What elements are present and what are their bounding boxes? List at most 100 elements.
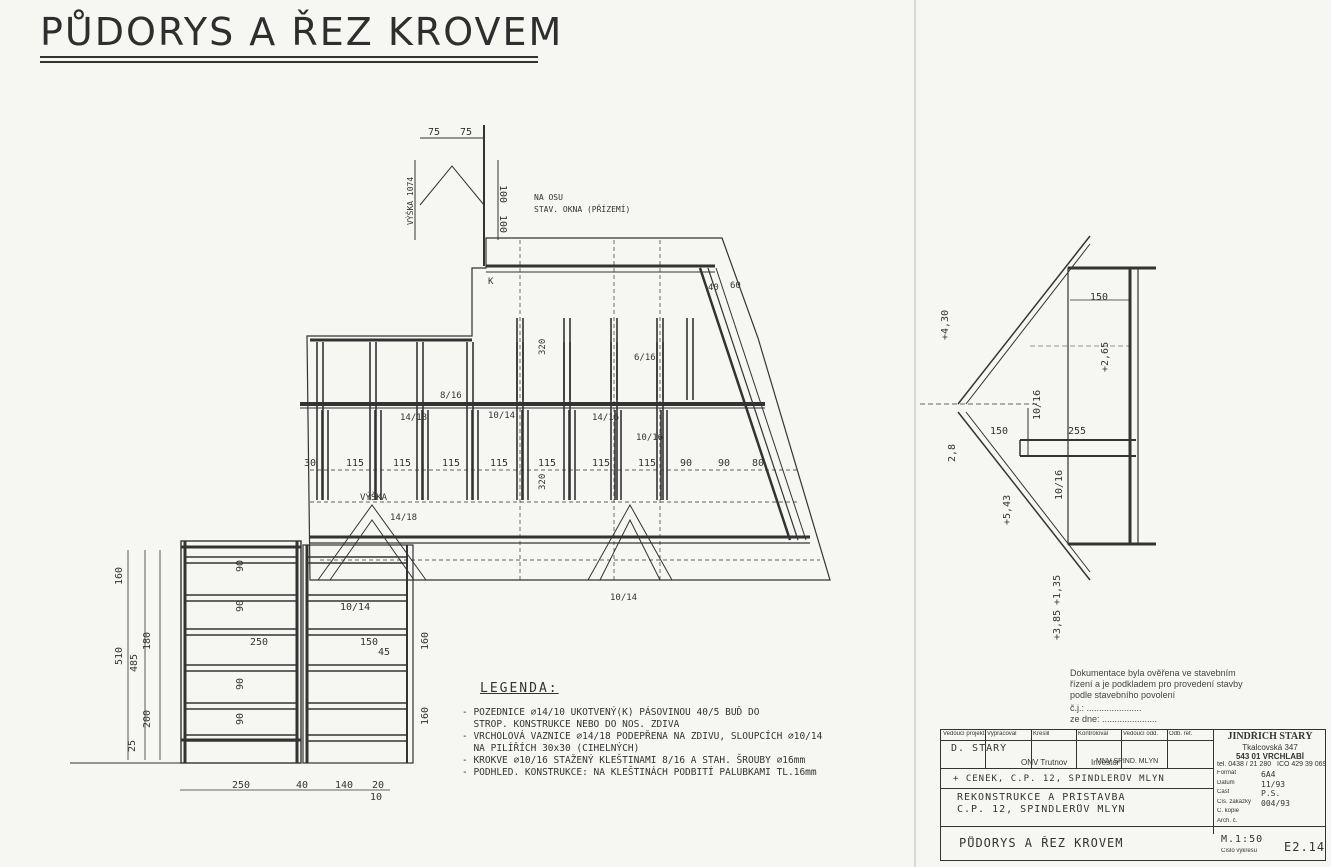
legend-item: - VRCHOLOVÁ VAZNICE ⌀14/18 PODEPŘENA NA … [462, 731, 823, 742]
dim-25: 25 [127, 740, 138, 752]
dim-250: 250 [232, 780, 250, 791]
dimension-labels: 75 75 100 100 NA OSU STAV. OKNA (PŘÍZEMÍ… [404, 127, 630, 233]
tb-right-label-3: Čís. zakázky [1217, 798, 1252, 805]
dim-250-inner: 250 [250, 637, 268, 648]
dim-10: 10 [370, 792, 382, 803]
dim-150-inner: 150 [360, 637, 378, 648]
sec-member-a: 10/16 [1032, 390, 1043, 420]
dim-top-1: 75 [428, 127, 440, 138]
drawing-title: PŮDORYS A ŘEZ KROVEM [40, 10, 564, 54]
dim-40b: 40 [296, 780, 308, 791]
section-dims: 150 255 150 +2,65 +4,30 +5,43 +3,85 +1,3… [940, 292, 1111, 640]
legend: LEGENDA: - POZEDNICE ⌀14/10 UKOTVENÝ(K) … [462, 681, 932, 779]
dim-top-2: 75 [460, 127, 472, 138]
tb-right-value-3: 004/93 [1261, 798, 1290, 808]
tb-right-label-5: Arch. č. [1217, 817, 1238, 824]
project-line-2: Č.P. 12, ŠPINDLERŮV MLÝN [957, 804, 1126, 815]
legend-item: - POZEDNICE ⌀14/10 UKOTVENÝ(K) PÁSOVINOU… [462, 707, 760, 718]
row-dim-0: 30 [304, 458, 316, 469]
left-dimension-lines [127, 550, 390, 791]
tb-right-value-1: 11/93 [1261, 779, 1286, 789]
approval-date-label: ze dne: [1070, 714, 1100, 724]
sec-dim-150: 150 [1090, 292, 1108, 303]
vyska-plan-label: VÝŠKA [360, 491, 388, 503]
approval-stamp: Dokumentace byla ověřena ve stavebním ří… [1070, 668, 1260, 725]
member-10-16: 10/16 [636, 433, 663, 443]
tb-right-label-1: Datum [1217, 779, 1235, 786]
member-8-16: 8/16 [440, 391, 462, 401]
level-543: +5,43 [1002, 495, 1013, 525]
dim-90-b: 90 [235, 600, 246, 612]
sec-dim-255: 255 [1068, 426, 1086, 437]
company-city: 543 01 VRCHLABÍ [1235, 752, 1305, 761]
legend-item: - PODHLED. KONSTRUKCE: NA KLEŠTINÁCH POD… [462, 767, 817, 778]
member-14-16: 14/16 [592, 413, 619, 423]
dim-20: 20 [372, 780, 384, 791]
company-contact: tel. 0438 / 21 280 [1217, 761, 1272, 768]
tb-right-value-0: 6A4 [1261, 770, 1276, 779]
row-dim-4: 115 [490, 458, 508, 469]
tb-header-1: Vypracoval [987, 731, 1017, 737]
drawing-title-block: PŮDORYS A ŘEZ KROVEM [959, 836, 1124, 850]
dim-90-d: 90 [235, 713, 246, 725]
sec-dim-28: 2,8 [947, 444, 958, 462]
dim-180: 180 [142, 632, 153, 650]
mark-k: K [488, 277, 494, 287]
level-135: +1,35 [1052, 575, 1063, 605]
member-6-16: 6/16 [634, 353, 656, 363]
vyska-label: VÝŠKA 1074 [404, 177, 415, 225]
rafters-upper [316, 318, 694, 500]
row-dim-9: 90 [718, 458, 730, 469]
mnv: MNV ŠPIND. MLÝN [1096, 758, 1159, 765]
dim-485: 485 [129, 654, 140, 672]
legend-item: - KROKVE ⌀10/16 STAŽENÝ KLEŠTINAMI 8/16 … [462, 755, 806, 766]
tb-header-0: Vedoucí projekt. [943, 731, 987, 737]
tb-header-2: Kreslil [1033, 731, 1050, 737]
roof-plan [300, 237, 831, 581]
tb-header-sep [1167, 730, 1168, 768]
left-member-10-14: 10/14 [340, 602, 370, 613]
rafters-lower [321, 410, 668, 500]
dim-vert-1: 100 [497, 185, 508, 203]
roof-section [920, 235, 1156, 581]
dim-320-a: 320 [538, 339, 548, 355]
title-underline-2 [40, 61, 538, 63]
company-ico: IČO 429 39 069 [1277, 761, 1325, 768]
tb-header-sep [1121, 730, 1122, 768]
level-385: +3,85 [1052, 610, 1063, 640]
company-street: Tkalcovská 347 [1242, 743, 1298, 752]
tb-header-sep [985, 730, 986, 768]
dim-160: 160 [114, 567, 125, 585]
left-wing-dims: 160 180 200 510 485 25 250 40 140 20 10 … [114, 560, 431, 803]
level-265: +2,65 [1100, 342, 1111, 372]
left-wing-rafters [185, 556, 407, 742]
drawn-by: D. STARÝ [951, 743, 1008, 754]
company-name: JINDŘICH STARÝ [1227, 731, 1313, 742]
approval-text: Dokumentace byla ověřena ve stavebním ří… [1070, 668, 1243, 700]
legend-heading: LEGENDA: [480, 681, 559, 696]
dim-160-c: 160 [420, 707, 431, 725]
row-dim-10: 80 [752, 458, 764, 469]
dim-90-a: 90 [235, 560, 246, 572]
place-line: + ČENEK, Č.P. 12, ŠPINDLERŮV MLÝN [953, 774, 1165, 784]
dim-510: 510 [114, 647, 125, 665]
scale: M.1:50 [1221, 834, 1264, 845]
tb-right-value-2: P.S. [1261, 789, 1281, 798]
dim-160-b: 160 [420, 632, 431, 650]
row-dim-8: 90 [680, 458, 692, 469]
dim-45: 45 [378, 647, 390, 658]
row-dim-7: 115 [638, 458, 656, 469]
approval-cj-label: č.j.: [1070, 703, 1085, 713]
row-dim-3: 115 [442, 458, 460, 469]
tb-right-label-2: Část [1217, 789, 1230, 795]
sec-member-b: 10/16 [1054, 470, 1065, 500]
level-430: +4,30 [940, 310, 951, 340]
tb-right-label-4: Č. kopie [1217, 808, 1240, 814]
dim-200: 200 [142, 710, 153, 728]
title-underline [40, 56, 538, 58]
sec-dim-150-b: 150 [990, 426, 1008, 437]
member-14-18-b: 14/18 [390, 513, 417, 523]
tb-header-sep [1076, 730, 1077, 768]
